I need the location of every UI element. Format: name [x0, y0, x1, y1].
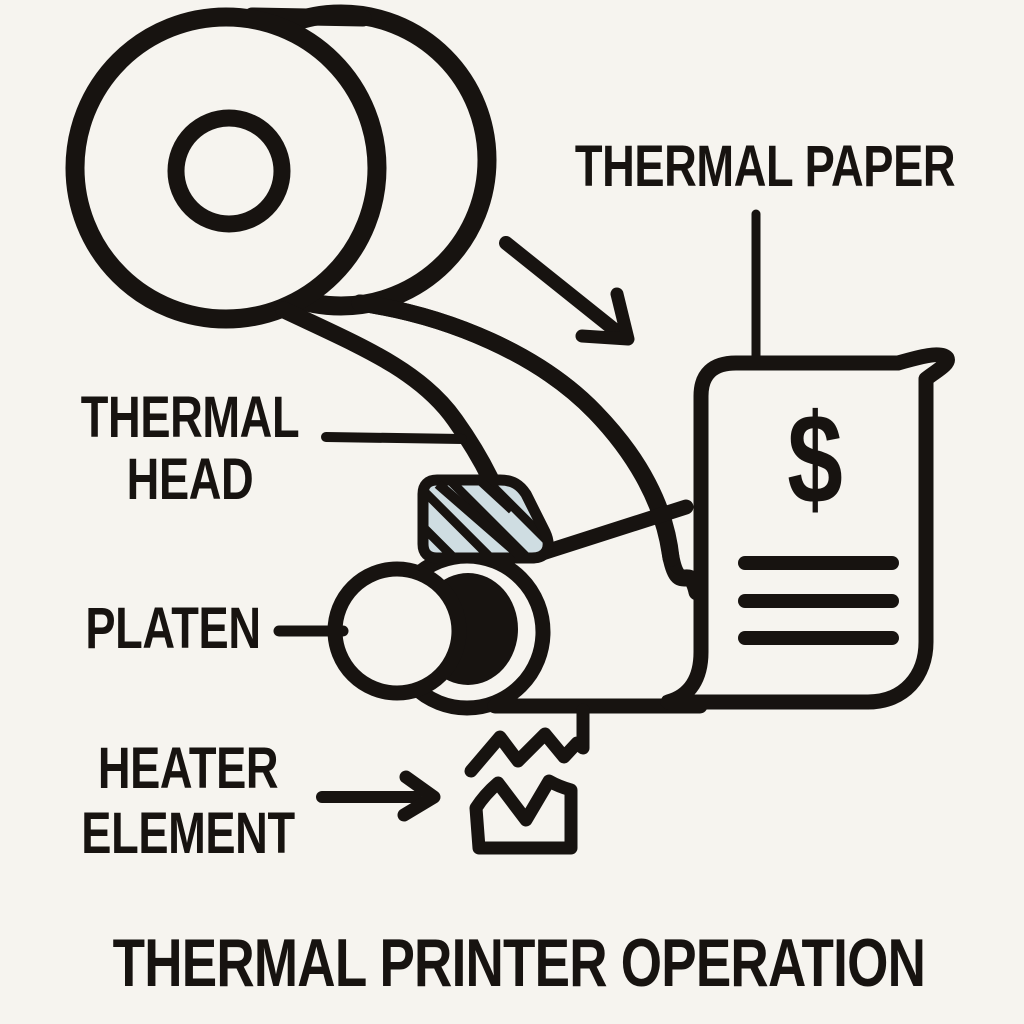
feed-arrow-head: [575, 287, 635, 346]
heater-arrow-head: [397, 770, 441, 822]
thermal-head-label: THERMAL HEAD: [34, 387, 346, 511]
heater-connector-and-zigzag: [464, 703, 590, 778]
heater-element-label-line1: HEATER: [97, 736, 279, 801]
printer-body-lines: [525, 499, 694, 564]
paper-roll-front-circle: [65, 7, 387, 329]
thermal-head-label-line2: HEAD: [126, 447, 254, 512]
thermal-head-crosshatch: [434, 480, 526, 558]
feed-direction-arrow: [499, 236, 635, 346]
platen-label: PLATEN: [85, 596, 261, 661]
feed-arrow-shaft: [499, 236, 623, 338]
platen-roller: [327, 548, 551, 716]
platen-front-circle: [327, 561, 467, 701]
thermal-head-label-line1: THERMAL: [80, 385, 300, 450]
heater-element-label-line2: ELEMENT: [81, 801, 295, 866]
leader-lines: [273, 209, 761, 822]
throat-line: [525, 499, 694, 564]
thermal-head-leader: [321, 432, 467, 444]
paper-feed-path-upper-edge2: [351, 294, 680, 567]
receipt-text-lines: [738, 556, 899, 645]
paper-roll-core: [167, 109, 291, 233]
heater-element: [464, 703, 590, 855]
thermal-head: [417, 474, 554, 564]
receipt-outline: [660, 347, 955, 710]
receipt-currency-symbol: $: [787, 388, 843, 531]
thermal-paper-label: THERMAL PAPER: [574, 134, 956, 199]
page-title: THERMAL PRINTER OPERATION: [112, 925, 926, 1001]
printed-receipt: [660, 347, 955, 710]
heater-crown: [469, 774, 578, 855]
heater-element-label: HEATER ELEMENT: [32, 736, 344, 866]
